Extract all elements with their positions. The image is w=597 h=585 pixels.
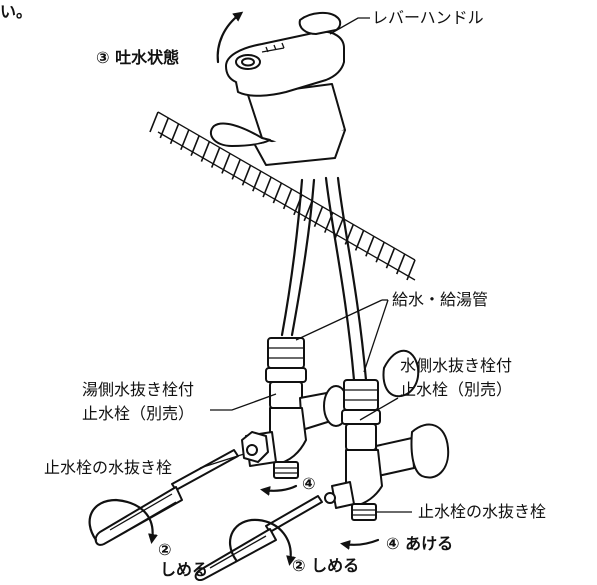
lever-open-arrow xyxy=(216,11,244,64)
countertop-hatch-line xyxy=(375,241,385,263)
step2-left-number: ② xyxy=(158,540,172,559)
supply-pipes-label: 給水・給湯管 xyxy=(392,290,489,309)
lever-handle-label: レバーハンドル xyxy=(372,8,484,27)
countertop-hatch-line xyxy=(262,176,272,198)
right-screwdriver xyxy=(194,495,323,581)
countertop-hatch-line xyxy=(200,141,211,162)
countertop-hatch-line xyxy=(385,247,396,269)
hot-stop-valve xyxy=(241,337,349,479)
countertop-hatch-line xyxy=(282,188,293,210)
faucet xyxy=(209,12,346,166)
supply-hoses xyxy=(280,176,368,382)
countertop-hatch-line xyxy=(252,170,262,192)
countertop-hatch-line xyxy=(365,236,375,257)
countertop-hatch-line xyxy=(313,206,324,228)
countertop-hatch-line xyxy=(210,147,221,168)
cold-valve-label-2: 止水栓（別売） xyxy=(400,380,513,399)
countertop-hatch-line xyxy=(180,129,190,151)
step4-left-label: ④ xyxy=(302,474,316,493)
step4-right-label: ④ あける xyxy=(386,534,454,553)
countertop-hatch-line xyxy=(149,111,159,133)
countertop-hatch-line xyxy=(395,253,406,275)
countertop-hatch-line xyxy=(190,135,200,156)
step3-label: ③ 吐水状態 xyxy=(96,48,180,67)
cold-stop-valve xyxy=(324,349,450,521)
countertop xyxy=(149,111,416,281)
countertop-hatch-line xyxy=(272,182,283,204)
cold-drain-open-arrow xyxy=(340,538,380,550)
countertop-hatch-line xyxy=(406,259,416,281)
drain-plug-label-right: 止水栓の水抜き栓 xyxy=(418,502,547,521)
hot-valve-close-arrow xyxy=(88,498,158,544)
countertop-hatch-line xyxy=(231,159,241,180)
heading-fragment: い。 xyxy=(0,2,33,21)
hot-valve-label-1: 湯側水抜き栓付 xyxy=(82,380,195,399)
countertop-hatch-line xyxy=(159,117,170,139)
countertop-hatch-line xyxy=(241,164,252,186)
countertop-hatch-line xyxy=(221,153,231,174)
hot-drain-open-arrow xyxy=(260,484,298,496)
countertop-hatch-line xyxy=(354,230,365,251)
countertop-hatch-line xyxy=(334,218,344,239)
drain-plug-label-left: 止水栓の水抜き栓 xyxy=(44,458,173,477)
step2-right-label: ② しめる xyxy=(292,556,360,575)
countertop-hatch-line xyxy=(169,123,180,145)
left-screwdriver xyxy=(94,449,239,546)
cold-valve-label-1: 水側水抜き栓付 xyxy=(400,356,513,375)
leader-lines xyxy=(199,17,412,513)
step2-left-text: しめる xyxy=(160,560,209,579)
cold-valve-close-arrow xyxy=(229,518,296,566)
hot-valve-label-2: 止水栓（別売） xyxy=(82,404,195,423)
